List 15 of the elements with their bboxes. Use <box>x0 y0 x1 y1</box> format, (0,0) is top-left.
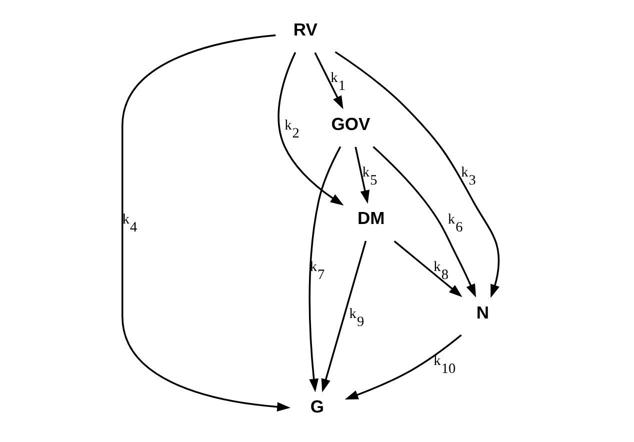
node-text: G <box>310 396 324 417</box>
arrow <box>277 52 344 206</box>
node-text: N <box>476 302 489 322</box>
arrow <box>314 52 343 110</box>
arrow <box>344 334 462 400</box>
arrow <box>121 34 290 412</box>
node-text: GOV <box>330 114 370 134</box>
arrow <box>308 146 341 392</box>
arrow <box>393 240 462 298</box>
arrow <box>372 146 476 298</box>
arrow <box>320 240 366 392</box>
arrow <box>354 146 370 204</box>
node-text: RV <box>292 20 317 40</box>
node-text: DM <box>357 208 384 228</box>
arrow <box>334 51 500 298</box>
